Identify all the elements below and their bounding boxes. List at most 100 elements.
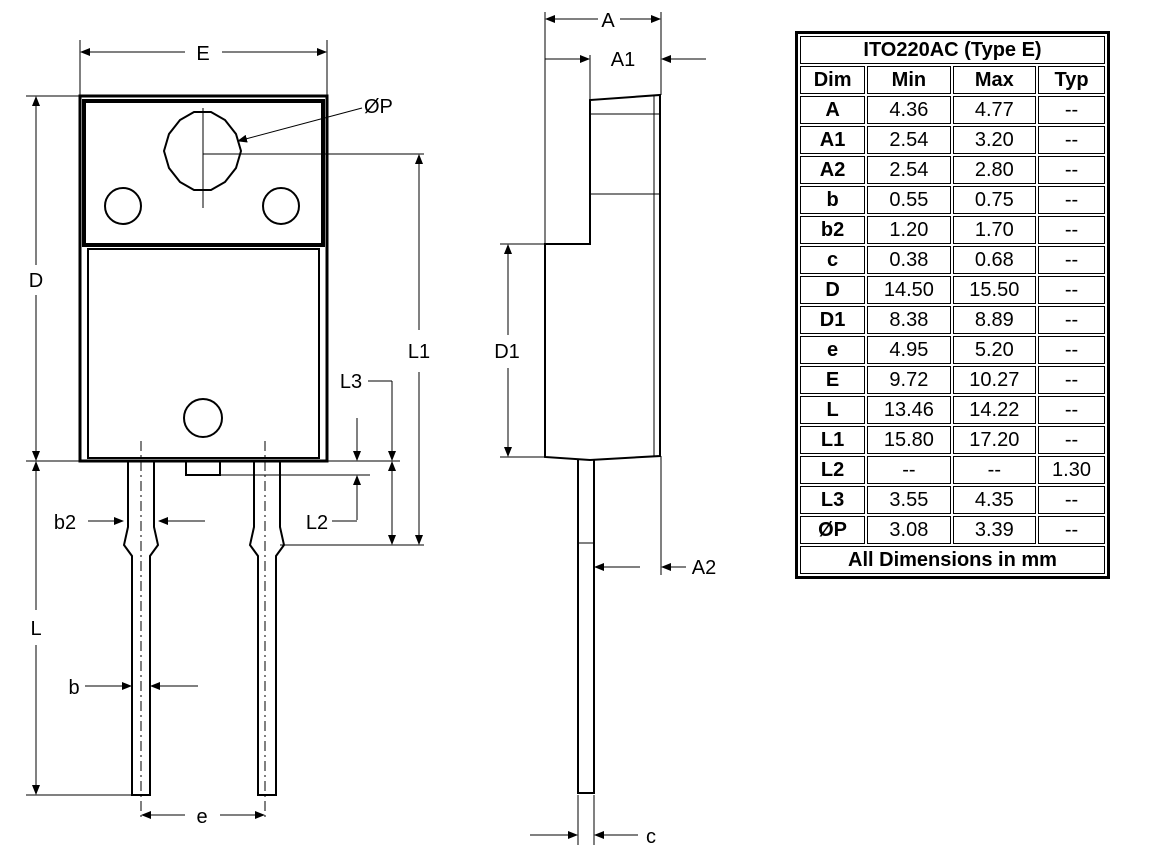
- cell-min: 13.46: [867, 396, 951, 424]
- cell-min: 3.08: [867, 516, 951, 544]
- front-view-dimensions: [26, 40, 424, 819]
- cell-dim: ØP: [800, 516, 866, 544]
- cell-typ: --: [1038, 366, 1105, 394]
- cell-min: 2.54: [867, 156, 951, 184]
- cell-dim: A2: [800, 156, 866, 184]
- side-view-dimensions: [500, 12, 706, 845]
- cell-typ: --: [1038, 276, 1105, 304]
- cell-dim: D: [800, 276, 866, 304]
- label-L1: L1: [408, 341, 430, 363]
- label-E: E: [196, 43, 209, 65]
- cell-typ: --: [1038, 156, 1105, 184]
- cell-typ: 1.30: [1038, 456, 1105, 484]
- cell-max: --: [952, 456, 1037, 484]
- cell-dim: A: [800, 96, 866, 124]
- cell-max: 3.20: [952, 126, 1037, 154]
- cell-min: 1.20: [867, 216, 951, 244]
- label-L: L: [30, 618, 41, 640]
- cell-max: 0.68: [952, 246, 1037, 274]
- cell-typ: --: [1038, 246, 1105, 274]
- cell-max: 3.39: [952, 516, 1037, 544]
- cell-min: 0.55: [867, 186, 951, 214]
- cell-typ: --: [1038, 186, 1105, 214]
- cell-min: 0.38: [867, 246, 951, 274]
- label-D: D: [29, 270, 43, 292]
- table-header-row: Dim Min Max Typ: [800, 66, 1105, 94]
- cell-dim: b2: [800, 216, 866, 244]
- molded-body: [87, 248, 320, 459]
- cell-dim: L2: [800, 456, 866, 484]
- cell-max: 14.22: [952, 396, 1037, 424]
- cell-max: 2.80: [952, 156, 1037, 184]
- cell-typ: --: [1038, 306, 1105, 334]
- cell-dim: E: [800, 366, 866, 394]
- label-b: b: [68, 677, 79, 699]
- label-A2: A2: [692, 557, 716, 579]
- side-lead: [577, 460, 595, 794]
- cell-min: 4.36: [867, 96, 951, 124]
- cell-dim: e: [800, 336, 866, 364]
- cell-typ: --: [1038, 336, 1105, 364]
- label-phiP: ØP: [364, 96, 393, 118]
- cell-max: 15.50: [952, 276, 1037, 304]
- ejector-mark: [183, 398, 223, 438]
- header-typ: Typ: [1038, 66, 1105, 94]
- cell-dim: b: [800, 186, 866, 214]
- cell-typ: --: [1038, 96, 1105, 124]
- cell-dim: L1: [800, 426, 866, 454]
- front-view: [78, 94, 424, 820]
- label-A1: A1: [611, 49, 635, 71]
- label-L2: L2: [306, 512, 328, 534]
- lead-right: [248, 461, 286, 796]
- cell-min: 9.72: [867, 366, 951, 394]
- cell-dim: D1: [800, 306, 866, 334]
- cell-max: 17.20: [952, 426, 1037, 454]
- cell-min: 14.50: [867, 276, 951, 304]
- table-row: L2----1.30: [800, 456, 1105, 484]
- cell-max: 4.35: [952, 486, 1037, 514]
- label-D1: D1: [494, 341, 520, 363]
- header-min: Min: [867, 66, 951, 94]
- mounting-hole: [162, 111, 243, 191]
- cell-typ: --: [1038, 126, 1105, 154]
- label-b2: b2: [54, 512, 76, 534]
- cell-dim: L3: [800, 486, 866, 514]
- label-c: c: [646, 826, 656, 848]
- cell-max: 1.70: [952, 216, 1037, 244]
- mounting-tab: [82, 99, 325, 247]
- table-footer: All Dimensions in mm: [800, 546, 1105, 574]
- cell-dim: L: [800, 396, 866, 424]
- side-profile: [544, 93, 661, 462]
- cell-min: --: [867, 456, 951, 484]
- label-L3: L3: [340, 371, 362, 393]
- table-title: ITO220AC (Type E): [800, 36, 1105, 64]
- cell-typ: --: [1038, 486, 1105, 514]
- cell-max: 8.89: [952, 306, 1037, 334]
- cell-min: 2.54: [867, 126, 951, 154]
- cell-dim: A1: [800, 126, 866, 154]
- label-e: e: [196, 806, 207, 828]
- cell-typ: --: [1038, 396, 1105, 424]
- cell-typ: --: [1038, 426, 1105, 454]
- label-A: A: [601, 10, 615, 32]
- tab-hole-right: [262, 187, 300, 225]
- cell-typ: --: [1038, 516, 1105, 544]
- cell-dim: c: [800, 246, 866, 274]
- cell-min: 4.95: [867, 336, 951, 364]
- header-dim: Dim: [800, 66, 866, 94]
- side-view: [544, 93, 661, 794]
